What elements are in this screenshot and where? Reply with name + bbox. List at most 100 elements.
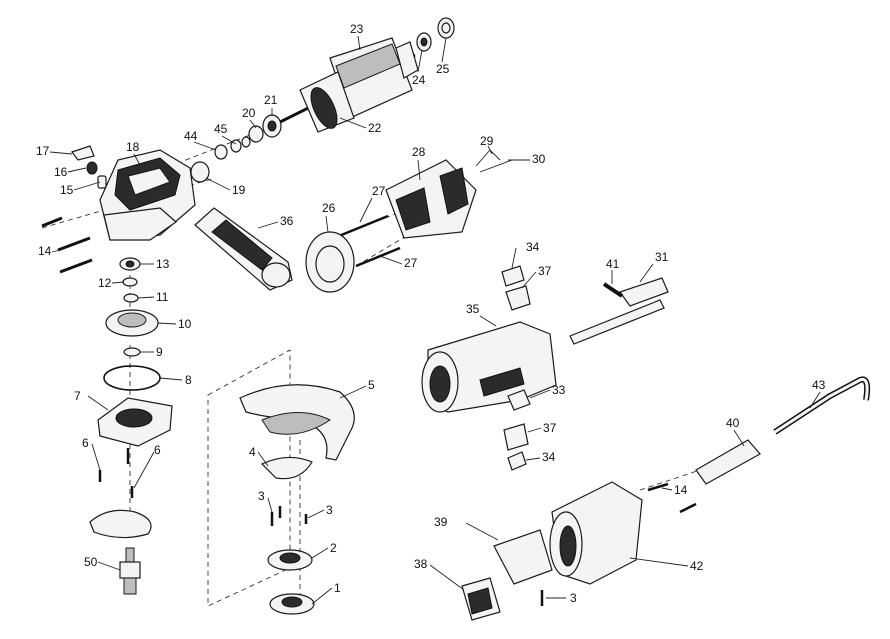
label-31: 31 bbox=[655, 250, 669, 264]
leader-line bbox=[379, 255, 403, 265]
label-26: 26 bbox=[322, 201, 336, 215]
label-41: 41 bbox=[606, 257, 620, 271]
leader-line bbox=[51, 249, 61, 253]
screws-3 bbox=[270, 506, 308, 526]
label-23: 23 bbox=[350, 22, 364, 36]
washer-12 bbox=[122, 277, 138, 287]
label-16: 16 bbox=[54, 165, 68, 179]
cover-33 bbox=[507, 389, 531, 411]
sleeve-20 bbox=[248, 125, 264, 143]
leader-line bbox=[357, 35, 361, 51]
leader-line bbox=[441, 37, 447, 63]
label-8: 8 bbox=[185, 373, 192, 387]
leader-line bbox=[511, 247, 517, 269]
circlip-11 bbox=[123, 293, 139, 303]
label-29: 29 bbox=[480, 134, 494, 148]
label-37b: 37 bbox=[543, 421, 557, 435]
label-18: 18 bbox=[126, 140, 140, 154]
label-5: 5 bbox=[368, 378, 375, 392]
leader-line bbox=[193, 141, 217, 151]
label-21: 21 bbox=[264, 93, 278, 107]
leader-line bbox=[159, 377, 183, 381]
leader-line bbox=[73, 181, 101, 191]
leader-line bbox=[205, 177, 231, 191]
leader-line bbox=[639, 263, 654, 283]
label-13: 13 bbox=[156, 257, 170, 271]
label-10: 10 bbox=[178, 317, 192, 331]
armature bbox=[267, 37, 419, 133]
leader-line bbox=[479, 315, 497, 327]
leader-line bbox=[221, 135, 237, 145]
leader-line bbox=[325, 215, 329, 233]
label-28: 28 bbox=[412, 145, 426, 159]
label-3b: 3 bbox=[326, 503, 333, 517]
leader-line bbox=[257, 221, 279, 229]
cord-43-inner bbox=[774, 377, 869, 434]
label-45: 45 bbox=[214, 122, 228, 136]
circlip-9 bbox=[123, 347, 141, 357]
washer-45b bbox=[241, 136, 251, 148]
leader-line bbox=[339, 117, 367, 129]
spindle-lock-17 bbox=[71, 145, 95, 161]
leader-line bbox=[133, 451, 155, 489]
leader-line bbox=[417, 49, 423, 73]
label-42: 42 bbox=[690, 559, 704, 573]
brush-holder-37a bbox=[505, 285, 531, 311]
leader-line bbox=[133, 153, 141, 166]
leader-line bbox=[465, 522, 499, 541]
label-17: 17 bbox=[36, 144, 50, 158]
leader-line bbox=[311, 587, 333, 605]
cord-guard-40 bbox=[695, 439, 761, 485]
spring-16 bbox=[86, 161, 98, 175]
leader-line bbox=[267, 497, 273, 513]
leader-line bbox=[339, 385, 367, 399]
label-19: 19 bbox=[232, 183, 246, 197]
leader-line bbox=[137, 296, 155, 299]
label-6a: 6 bbox=[82, 436, 89, 450]
label-12: 12 bbox=[98, 276, 112, 290]
gear-case-cover-7-hub bbox=[115, 408, 153, 428]
bearing-cap-25-bore bbox=[441, 22, 451, 34]
spring-41 bbox=[602, 282, 624, 298]
o-ring-8 bbox=[103, 365, 161, 391]
group-outline bbox=[207, 349, 291, 607]
label-1: 1 bbox=[334, 581, 341, 595]
bearing-plate-10-center bbox=[117, 312, 147, 328]
brush-34b bbox=[507, 451, 527, 471]
label-11: 11 bbox=[156, 290, 169, 304]
leader-line bbox=[629, 557, 689, 567]
bearing-24-bore bbox=[420, 37, 428, 47]
o-ring-19 bbox=[190, 161, 210, 183]
label-22: 22 bbox=[368, 121, 382, 135]
leader-line bbox=[157, 322, 177, 325]
label-50: 50 bbox=[84, 555, 98, 569]
bearing-13-bore bbox=[125, 260, 135, 268]
leader-line bbox=[521, 271, 537, 289]
label-30: 30 bbox=[532, 152, 546, 166]
label-34b: 34 bbox=[542, 450, 556, 464]
leader-line bbox=[97, 561, 121, 571]
label-33: 33 bbox=[552, 383, 566, 397]
leader-line bbox=[417, 159, 421, 181]
brush-34a bbox=[501, 265, 525, 287]
bearing-21-bore bbox=[267, 120, 277, 132]
label-14a: 14 bbox=[38, 244, 52, 258]
leader-line bbox=[49, 151, 73, 155]
leader-line bbox=[429, 564, 465, 591]
gear-housing bbox=[99, 149, 196, 241]
label-3a: 3 bbox=[258, 489, 265, 503]
label-15: 15 bbox=[60, 183, 74, 197]
brush-holder-37b bbox=[503, 423, 529, 451]
leader-line bbox=[809, 391, 821, 409]
module-38-face bbox=[467, 587, 493, 615]
leader-line bbox=[733, 429, 745, 447]
washer-44 bbox=[214, 144, 228, 160]
spindle-50 bbox=[119, 547, 141, 595]
label-25: 25 bbox=[436, 62, 450, 76]
leader-line bbox=[87, 395, 109, 411]
clamp-4 bbox=[260, 456, 313, 480]
pin-15 bbox=[97, 175, 107, 189]
label-38: 38 bbox=[414, 557, 428, 571]
